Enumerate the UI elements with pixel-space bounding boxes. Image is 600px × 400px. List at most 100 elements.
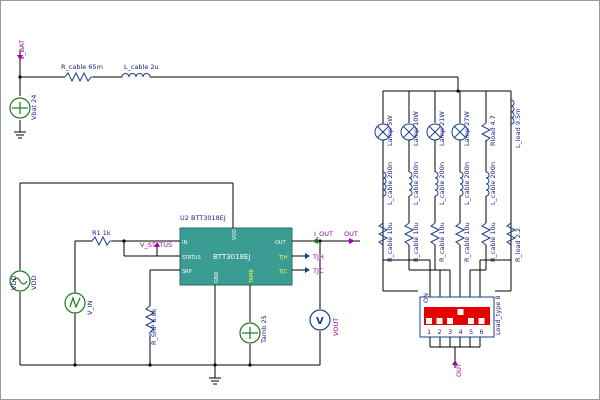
load-3-r-label: R_cable 10u xyxy=(438,222,446,262)
load-4-l-label: L_cable 200n xyxy=(463,162,471,205)
load-5-l-cable xyxy=(485,171,490,197)
load-top-node xyxy=(456,89,460,93)
tjh-net-label: TJH xyxy=(312,253,324,261)
v-in-label: V_IN xyxy=(86,300,94,315)
load-1-r-label: R_cable 10u xyxy=(386,222,394,262)
load-1-r-cable xyxy=(377,222,389,246)
out-net-label: OUT xyxy=(344,230,358,238)
supply-wiring xyxy=(14,58,459,139)
dip-switch-1[interactable] xyxy=(426,318,432,324)
load-3-l-cable xyxy=(434,171,439,197)
vdd-label: VDD xyxy=(10,276,18,290)
r-cable-resistor xyxy=(64,71,93,83)
v-bat-net-label: V_BAT xyxy=(18,40,26,60)
dip-switch-6[interactable] xyxy=(478,318,485,324)
ic-pin-tjh: TJH xyxy=(278,255,288,261)
load-type-label: Load_type 8 xyxy=(494,295,502,335)
rload-resistor xyxy=(480,122,492,142)
dip-switch-5[interactable] xyxy=(468,318,474,324)
load-type-dip-switch[interactable] xyxy=(419,296,495,338)
load-2-l-cable xyxy=(408,171,413,197)
tjc-net-flag xyxy=(305,267,310,273)
dip-switch-3[interactable] xyxy=(447,318,453,324)
i-out-label: I_OUT xyxy=(314,230,333,238)
load-1-l-label: L_cable 200n xyxy=(386,162,394,205)
tamb-source xyxy=(239,322,261,344)
tamb-label: Tamb 25 xyxy=(260,315,268,344)
r-cable-label: R_cable 65m xyxy=(61,63,103,71)
ic-pin-status: STATUS xyxy=(182,255,201,261)
l-cable-label: L_cable 2u xyxy=(124,63,159,71)
load-2-r-label: R_cable 10u xyxy=(412,222,420,262)
r-load-resistor xyxy=(505,222,517,246)
load-4-name-label: Lamp 27W xyxy=(463,111,471,146)
load-4-r-cable xyxy=(454,222,466,246)
load-1-l-cable xyxy=(382,171,387,197)
load-5-r-label: R_cable 10u xyxy=(489,222,497,262)
dip-pin-label-5: 5 xyxy=(469,328,473,336)
load-5-r-cable xyxy=(480,222,492,246)
dip-switch-2[interactable] xyxy=(436,318,443,324)
dip-pin-label-6: 6 xyxy=(480,328,484,336)
load-4-l-cable xyxy=(459,171,464,197)
tjh-net-flag xyxy=(305,253,310,259)
node-out xyxy=(318,239,322,243)
ic-pin-gnd: GND xyxy=(214,271,220,283)
svg-text:V: V xyxy=(316,316,324,327)
load-6-name-label: L_load 9.5m xyxy=(514,109,522,149)
node-gnd-ic xyxy=(213,363,217,367)
out-bottom-net-label: OUT xyxy=(455,363,463,377)
r-srp-label: R_SRP 6.8k xyxy=(150,308,158,345)
vdd-source-label: VDD xyxy=(30,276,38,290)
vbat-source xyxy=(9,97,31,119)
load-1-name-label: Lamp 5W xyxy=(386,115,394,146)
ic-ref-label: U2 BTT3018EJ xyxy=(180,214,226,222)
out-net-flag xyxy=(349,238,355,244)
load-3-l-label: L_cable 200n xyxy=(438,162,446,205)
load-4-r-label: R_cable 10u xyxy=(463,222,471,262)
v-status-net-flag xyxy=(154,242,160,247)
ic-name: BTT3018EJ xyxy=(213,253,251,261)
ic-pin-tamb: TAMB xyxy=(249,269,255,284)
load-2-l-label: L_cable 200n xyxy=(412,162,420,205)
node-gnd-vin xyxy=(73,363,77,367)
load-3-r-cable xyxy=(429,222,441,246)
ic-pin-vdd: VDD xyxy=(232,229,238,240)
vbat-node xyxy=(18,75,22,79)
node-gnd-tamb xyxy=(248,363,252,367)
load-5-name-label: Rload 4.7 xyxy=(489,115,497,146)
load-2-r-cable xyxy=(403,222,415,246)
vbat-label: Vbat 24 xyxy=(30,95,38,120)
ic-wiring xyxy=(19,182,360,385)
load-3-name-label: Lamp 21W xyxy=(438,111,446,146)
v-bat-net-flag xyxy=(17,50,23,60)
l-load-inductor xyxy=(510,99,515,125)
load-5-l-label: L_cable 200n xyxy=(489,162,497,205)
vdd-source xyxy=(9,270,31,292)
node-gnd-srp xyxy=(148,363,152,367)
l-cable-inductor xyxy=(121,73,151,78)
i-out-arrow xyxy=(312,238,318,244)
load-6-r-label: R_load 2.2 xyxy=(514,228,522,262)
dip-on-label: ON xyxy=(422,293,430,303)
ic-pin-srp: SRP xyxy=(182,269,192,275)
ic-pin-out: OUT xyxy=(275,240,287,246)
node-status-junction xyxy=(122,239,126,243)
out-bottom-net-flag xyxy=(452,360,458,365)
dip-pin-label-4: 4 xyxy=(459,328,463,336)
ic-btt3018ej[interactable] xyxy=(179,227,293,286)
vout-voltmeter[interactable]: V xyxy=(309,309,331,331)
dip-switch-4[interactable] xyxy=(457,309,464,315)
load-2-name-label: Lamp 10W xyxy=(412,111,420,146)
tjc-net-label: TJC xyxy=(312,267,324,275)
dip-pin-label-2: 2 xyxy=(438,328,442,336)
v-in-source xyxy=(64,292,86,314)
v-status-net-label: V_STATUS xyxy=(140,241,172,249)
vout-label: VOUT xyxy=(332,318,340,336)
ic-pin-in: IN xyxy=(182,240,187,246)
dip-pin-label-1: 1 xyxy=(427,328,431,336)
